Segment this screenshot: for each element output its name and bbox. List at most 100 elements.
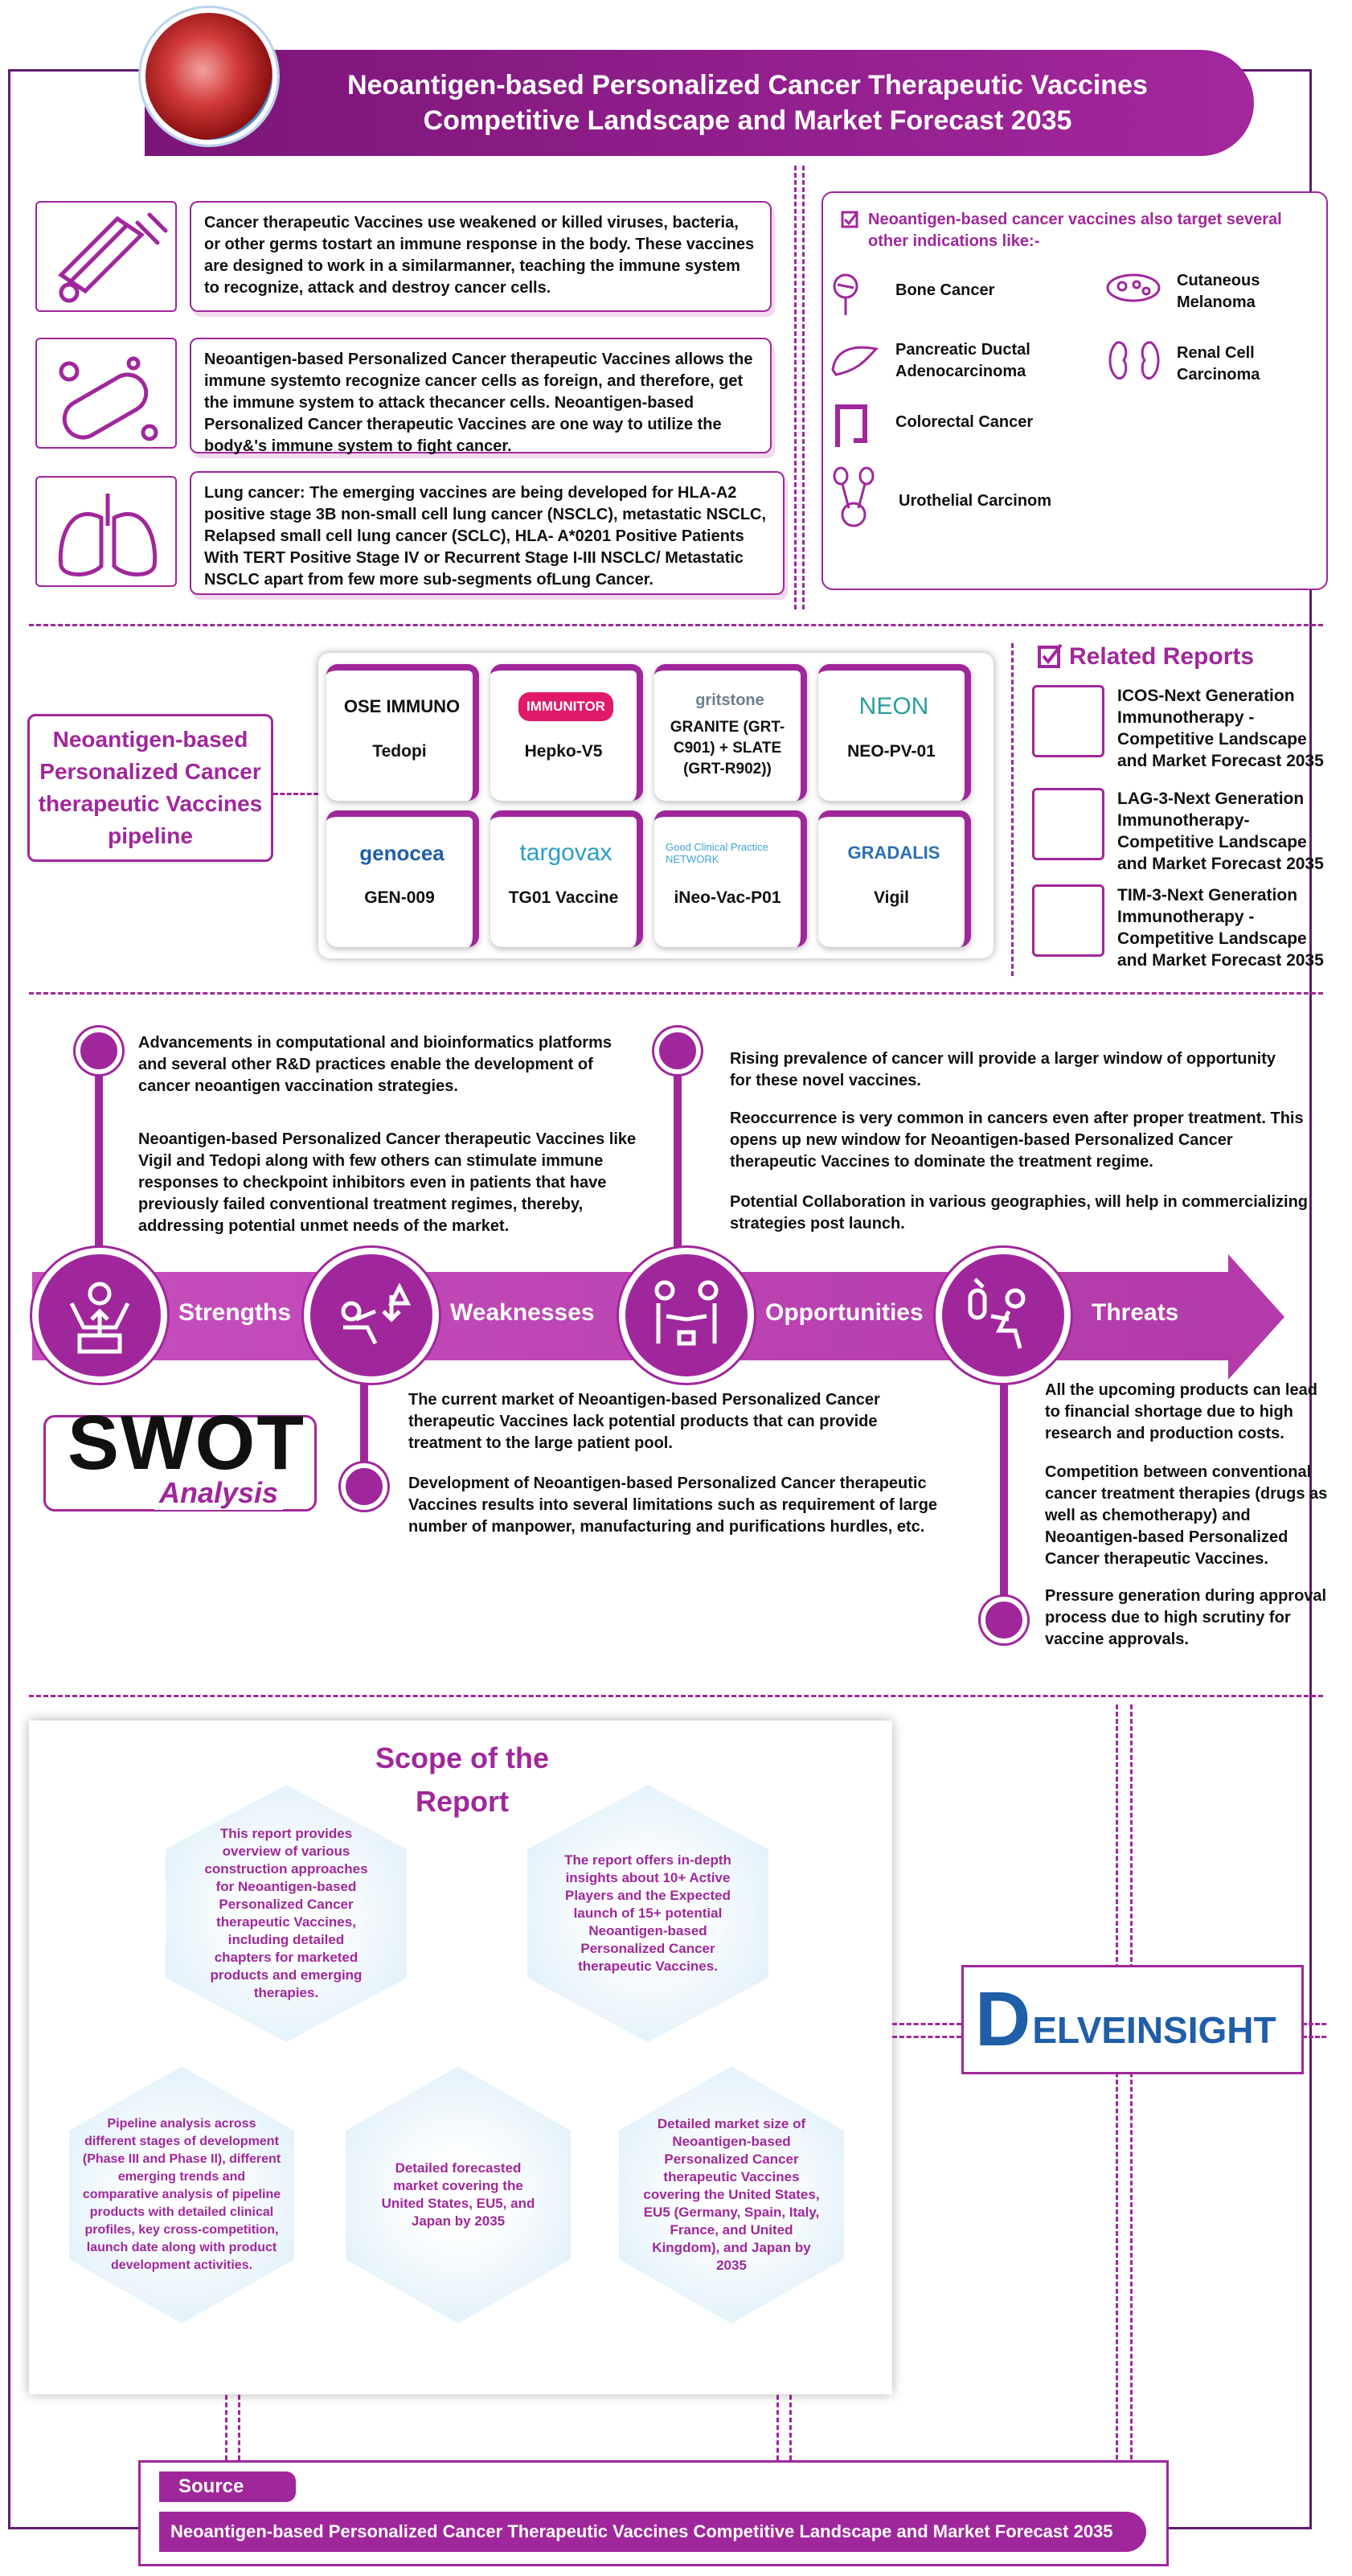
related-title: Related Reports	[1069, 643, 1255, 670]
scope-rail-3	[225, 2380, 227, 2460]
scope-rail-4	[238, 2380, 240, 2460]
delveinsight-logo-initial: D	[975, 1976, 1031, 2062]
scope-hex-1: This report provides overview of various…	[166, 1785, 407, 2042]
related-item-2: LAG-3-Next Generation Immunotherapy- Com…	[1117, 790, 1324, 873]
ose-logo: OSE IMMUNO	[343, 696, 461, 716]
neon-logo: NEON	[858, 693, 929, 720]
opportunity-1: Rising prevalence of cancer will provide…	[730, 1050, 1276, 1089]
weakness-1: The current market of Neoantigen-based P…	[408, 1391, 880, 1452]
weaknesses-stem	[360, 1367, 368, 1471]
cancer-cell-icon	[141, 8, 277, 145]
indication-bone-cancer: Bone Cancer	[895, 281, 995, 299]
page-header: Neoantigen-based Personalized Cancer The…	[145, 50, 1254, 156]
pipeline-card-vigil: GRADALIS Vigil	[818, 810, 971, 947]
delveinsight-connector-2	[892, 2036, 961, 2038]
syringe-icon	[35, 201, 177, 312]
delveinsight-connector-4	[1302, 2036, 1326, 2038]
bone-icon	[833, 273, 858, 315]
weaknesses-label: Weaknesses	[450, 1299, 595, 1326]
scope-rail-1	[1116, 1704, 1118, 2525]
swot-logo-word: SWOT	[68, 1400, 305, 1486]
source-label: Source	[159, 2471, 296, 2502]
strength-1: Advancements in computational and bioinf…	[138, 1034, 612, 1095]
divider-3	[29, 1695, 1323, 1697]
related-check-icon	[1038, 643, 1063, 668]
opportunities-stem	[674, 1053, 682, 1262]
pipeline-label: Neoantigen-based Personalized Cancer the…	[27, 714, 273, 862]
divider-related	[1011, 643, 1014, 976]
threats-icon	[936, 1248, 1071, 1383]
divider-vertical-top	[794, 166, 797, 609]
threats-label: Threats	[1092, 1299, 1179, 1326]
kidney-icon	[1108, 341, 1160, 380]
gradalis-logo: GRADALIS	[847, 843, 940, 863]
strengths-label: Strengths	[178, 1299, 292, 1326]
related-item-3: TIM-3-Next Generation Immunotherapy - Co…	[1117, 886, 1324, 970]
indication-cutaneous-melanoma: Cutaneous Melanoma	[1177, 272, 1260, 311]
pipeline-card-name: Hepko-V5	[524, 742, 603, 761]
bladder-icon	[833, 466, 875, 527]
melanoma-icon	[1106, 273, 1161, 302]
intro-text-2-content: Neoantigen-based Personalized Cancer the…	[204, 351, 753, 455]
intro-text-2: Neoantigen-based Personalized Cancer the…	[190, 338, 772, 455]
pipeline-card-name: GRANITE (GRT-C901) + SLATE (GRT-R902))	[670, 719, 785, 777]
indication-renal: Renal Cell Carcinoma	[1177, 344, 1260, 384]
indication-pancreatic: Pancreatic Ductal Adenocarcinoma	[895, 341, 1030, 380]
pipeline-card-name: GEN-009	[364, 888, 435, 907]
indications-title: Neoantigen-based cancer vaccines also ta…	[868, 211, 1282, 250]
threat-1: All the upcoming products can lead to fi…	[1045, 1381, 1317, 1442]
divider-vertical-top2	[802, 166, 805, 609]
threats-dot	[981, 1597, 1027, 1643]
pipeline-card-hepko: IMMUNITOR Hepko-V5	[490, 664, 643, 801]
pipeline-card-name: TG01 Vaccine	[508, 888, 619, 907]
intro-text-1: Cancer therapeutic Vaccines use weakened…	[190, 201, 772, 312]
immunitor-logo-text: IMMUNITOR	[518, 692, 613, 721]
strengths-icon	[32, 1248, 167, 1383]
gritstone-logo: gritstone	[695, 691, 764, 709]
pipeline-card-tedopi: OSE IMMUNO Tedopi	[326, 664, 479, 801]
gcp-logo: Good Clinical Practice NETWORK	[666, 841, 768, 865]
strengths-dot	[76, 1028, 122, 1074]
pipeline-connector	[273, 793, 318, 795]
threats-stem	[1000, 1367, 1008, 1608]
scope-hex-5-text: Detailed market size of Neoantigen-based…	[643, 2116, 820, 2273]
scope-hex-4: Detailed forecasted market covering the …	[346, 2066, 571, 2324]
pipeline-card-name: NEO-PV-01	[847, 742, 936, 761]
delveinsight-logo-rest: ELVEINSIGHT	[1032, 2009, 1276, 2051]
lungs-icon	[35, 476, 177, 587]
weaknesses-icon	[304, 1248, 439, 1383]
header-line-2: Competitive Landscape and Market Forecas…	[423, 105, 1072, 136]
report-doc-icon	[1032, 884, 1104, 957]
threat-2: Competition between conventional cancer …	[1045, 1463, 1328, 1568]
intro-text-3: Lung cancer: The emerging vaccines are b…	[190, 471, 785, 595]
checkbox-icon	[841, 211, 858, 228]
scope-title: Scope of the Report	[375, 1741, 550, 1818]
report-doc-icon	[1032, 788, 1104, 860]
scope-hex-4-text: Detailed forecasted market covering the …	[381, 2160, 535, 2229]
pipeline-card-name: Tedopi	[372, 742, 427, 761]
scope-hex-1-text: This report provides overview of various…	[204, 1826, 368, 2000]
weaknesses-dot	[341, 1463, 387, 1510]
immunitor-logo: IMMUNITOR	[502, 687, 630, 727]
targovax-logo: targovax	[519, 839, 612, 866]
swot-logo-sub: Analysis	[154, 1476, 284, 1510]
scope-hex-3: Pipeline analysis across different stage…	[69, 2066, 294, 2324]
opportunity-3: Potential Collaboration in various geogr…	[730, 1193, 1309, 1233]
scope-hex-2-text: The report offers in-depth insights abou…	[564, 1852, 731, 1974]
pill-icon	[35, 338, 177, 449]
pipeline-label-text: Neoantigen-based Personalized Cancer the…	[38, 727, 263, 848]
indication-colorectal: Colorectal Cancer	[895, 413, 1034, 431]
report-doc-icon	[1032, 685, 1104, 757]
strengths-stem	[95, 1053, 103, 1262]
pipeline-card-neo-pv: NEON NEO-PV-01	[818, 664, 971, 801]
strength-2: Neoantigen-based Personalized Cancer the…	[138, 1130, 637, 1235]
scope-rail-5	[776, 2380, 779, 2460]
indication-urothelial: Urothelial Carcinom	[899, 492, 1052, 510]
pancreas-icon	[831, 346, 879, 376]
pipeline-card-name: Vigil	[874, 888, 909, 907]
divider-2	[29, 992, 1323, 995]
